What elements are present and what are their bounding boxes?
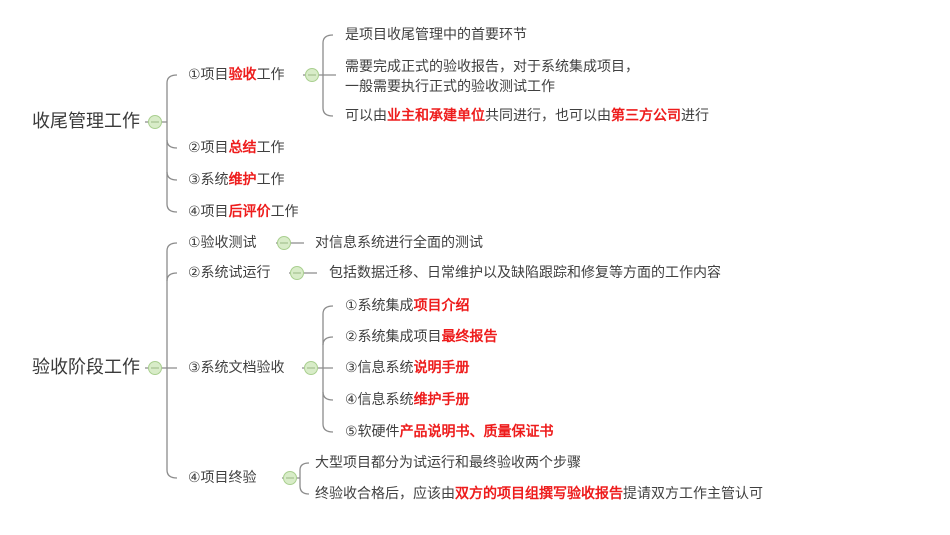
detail-first-step[interactable]: 是项目收尾管理中的首要环节	[345, 27, 527, 43]
collapse-toggle-final-acceptance[interactable]	[283, 471, 297, 485]
detail-prefix: 终验收合格后，应该由	[315, 486, 455, 502]
detail-two-steps[interactable]: 大型项目都分为试运行和最终验收两个步骤	[315, 455, 581, 471]
item-prefix: ③信息系统	[345, 360, 414, 376]
node-highlight: 维护	[228, 172, 257, 188]
detail-acceptance-report[interactable]: 需要完成正式的验收报告，对于系统集成项目， 一般需要执行正式的验收测试工作	[345, 57, 639, 97]
collapse-toggle-acceptance-stage[interactable]	[148, 361, 162, 375]
detail-highlight-third-party: 第三方公司	[611, 108, 681, 124]
node-project-acceptance-work[interactable]: ①项目验收工作	[188, 65, 285, 85]
node-highlight: 总结	[228, 140, 257, 156]
detail-highlight: 双方的项目组撰写验收报告	[455, 486, 623, 502]
collapse-toggle-doc-acceptance[interactable]	[304, 361, 318, 375]
detail-trial-run[interactable]: 包括数据迁移、日常维护以及缺陷跟踪和修复等方面的工作内容	[329, 265, 721, 281]
node-trial-run[interactable]: ②系统试运行	[188, 265, 271, 281]
collapse-toggle-closeout[interactable]	[148, 115, 162, 129]
node-suffix: 工作	[256, 172, 285, 188]
node-doc-acceptance[interactable]: ③系统文档验收	[188, 360, 285, 376]
node-prefix: ③系统	[188, 172, 229, 188]
node-highlight: 验收	[228, 67, 257, 83]
collapse-toggle-trial-run[interactable]	[290, 266, 304, 280]
item-highlight: 维护手册	[413, 392, 470, 408]
item-highlight: 最终报告	[441, 329, 498, 345]
detail-prefix: 可以由	[345, 108, 387, 124]
node-system-maintenance-work[interactable]: ③系统维护工作	[188, 170, 285, 190]
item-highlight: 产品说明书、质量保证书	[399, 424, 554, 440]
detail-acceptance-test[interactable]: 对信息系统进行全面的测试	[315, 235, 483, 251]
node-project-summary-work[interactable]: ②项目总结工作	[188, 138, 285, 158]
doc-item-project-intro[interactable]: ①系统集成项目介绍	[345, 296, 470, 316]
doc-item-user-manual[interactable]: ③信息系统说明手册	[345, 358, 470, 378]
detail-acceptance-report-approval[interactable]: 终验收合格后，应该由双方的项目组撰写验收报告提请双方工作主管认可	[315, 484, 763, 504]
item-prefix: ⑤软硬件	[345, 424, 400, 440]
detail-suffix: 提请双方工作主管认可	[623, 486, 763, 502]
item-prefix: ②系统集成项目	[345, 329, 442, 345]
doc-item-final-report[interactable]: ②系统集成项目最终报告	[345, 327, 498, 347]
collapse-toggle-acceptance-test[interactable]	[277, 236, 291, 250]
detail-who-performs[interactable]: 可以由业主和承建单位共同进行，也可以由第三方公司进行	[345, 106, 709, 126]
node-final-acceptance[interactable]: ④项目终验	[188, 470, 257, 486]
node-suffix: 工作	[256, 67, 285, 83]
node-suffix: 工作	[270, 204, 299, 220]
doc-item-product-manual-warranty[interactable]: ⑤软硬件产品说明书、质量保证书	[345, 422, 554, 442]
node-prefix: ②项目	[188, 140, 229, 156]
node-highlight: 后评价	[228, 204, 271, 220]
detail-line-1: 需要完成正式的验收报告，对于系统集成项目，	[345, 59, 639, 75]
doc-item-maintenance-manual[interactable]: ④信息系统维护手册	[345, 390, 470, 410]
node-suffix: 工作	[256, 140, 285, 156]
detail-highlight-owner-contractor: 业主和承建单位	[387, 108, 485, 124]
item-prefix: ①系统集成	[345, 298, 414, 314]
detail-line-2: 一般需要执行正式的验收测试工作	[345, 79, 555, 95]
detail-middle: 共同进行，也可以由	[485, 108, 611, 124]
node-prefix: ④项目	[188, 204, 229, 220]
item-highlight: 项目介绍	[413, 298, 470, 314]
root-node-closeout[interactable]: 收尾管理工作	[32, 111, 140, 132]
detail-suffix: 进行	[681, 108, 709, 124]
collapse-toggle-acceptance-work[interactable]	[305, 68, 319, 82]
node-acceptance-test[interactable]: ①验收测试	[188, 235, 257, 251]
item-prefix: ④信息系统	[345, 392, 414, 408]
node-prefix: ①项目	[188, 67, 229, 83]
item-highlight: 说明手册	[413, 360, 470, 376]
root-node-acceptance-stage[interactable]: 验收阶段工作	[32, 357, 140, 378]
node-post-evaluation-work[interactable]: ④项目后评价工作	[188, 202, 299, 222]
